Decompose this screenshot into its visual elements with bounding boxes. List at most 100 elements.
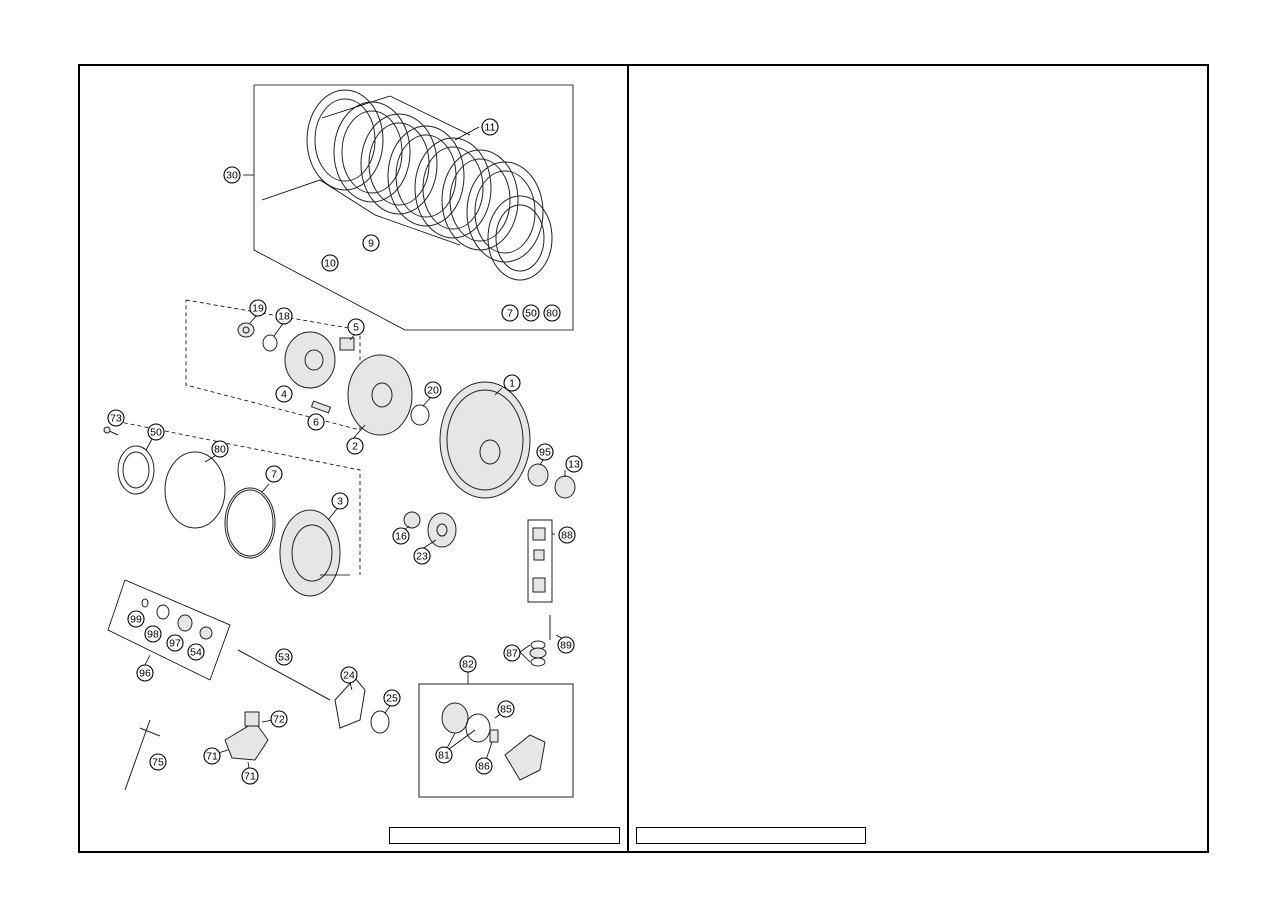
callout-label: 13 — [568, 459, 580, 471]
callout-95: 95 — [536, 443, 554, 461]
callout-label: 50 — [150, 427, 162, 439]
callout-2: 2 — [346, 437, 364, 455]
callout-label: 71 — [206, 751, 218, 763]
part-72-slave-cylinder — [224, 711, 269, 761]
callout-99: 99 — [127, 610, 145, 628]
callout-label: 19 — [252, 303, 264, 315]
callout-label: 25 — [386, 693, 398, 705]
callout-13: 13 — [565, 455, 583, 473]
callout-label: 2 — [352, 441, 358, 453]
callout-label: 9 — [368, 238, 374, 250]
callout-label: 7 — [507, 308, 513, 320]
part-88-bleeder-kit — [527, 519, 553, 603]
callout-73: 73 — [107, 409, 125, 427]
callout-label: 97 — [169, 638, 181, 650]
callout-label: 24 — [343, 670, 355, 682]
callout-label: 95 — [539, 447, 551, 459]
callout-10: 10 — [321, 254, 339, 272]
callout-1: 1 — [503, 374, 521, 392]
callout-71b: 71 — [241, 767, 259, 785]
part-96-release-bearing-kit — [107, 579, 231, 681]
callout-label: 87 — [506, 648, 518, 660]
callout-9: 9 — [362, 234, 380, 252]
callout-98: 98 — [144, 625, 162, 643]
callout-53: 53 — [275, 648, 293, 666]
callout-label: 99 — [130, 614, 142, 626]
callout-label: 82 — [462, 659, 474, 671]
callout-5: 5 — [347, 318, 365, 336]
page-frame — [78, 64, 1209, 853]
part-13-bushing — [554, 475, 576, 499]
part-50-friction-disc — [117, 445, 155, 495]
callout-label: 6 — [313, 417, 319, 429]
callout-97: 97 — [166, 634, 184, 652]
callout-label: 3 — [337, 496, 343, 508]
callout-label: 1 — [509, 378, 515, 390]
right-caption-box — [636, 827, 866, 844]
callout-label: 96 — [139, 668, 151, 680]
callout-label: 50 — [525, 308, 537, 320]
callout-label: 88 — [561, 530, 573, 542]
page-divider — [627, 64, 629, 853]
part-18-lock-washer — [262, 334, 278, 352]
callout-label: 86 — [478, 761, 490, 773]
callout-label: 89 — [560, 640, 572, 652]
callout-54: 54 — [187, 643, 205, 661]
callout-label: 30 — [226, 170, 238, 182]
callout-label: 10 — [324, 258, 336, 270]
part-82-slave-cylinder-kit — [418, 672, 574, 798]
callout-3: 3 — [331, 492, 349, 510]
callout-71a: 71 — [203, 747, 221, 765]
callout-25: 25 — [383, 689, 401, 707]
callout-label: 53 — [278, 652, 290, 664]
part-95-needle-bearing — [527, 463, 549, 487]
callout-label: 4 — [281, 389, 287, 401]
callout-label: 5 — [353, 322, 359, 334]
callout-label: 80 — [546, 308, 558, 320]
callout-89: 89 — [557, 636, 575, 654]
callout-16: 16 — [392, 527, 410, 545]
callout-kit80: 80 — [543, 304, 561, 322]
callout-30: 30 — [223, 166, 241, 184]
part-4-inner-hub — [284, 331, 336, 389]
callout-24: 24 — [340, 666, 358, 684]
callout-label: 80 — [214, 444, 226, 456]
callout-label: 71 — [244, 771, 256, 783]
part-80-steel-disc — [164, 451, 226, 529]
callout-85: 85 — [497, 700, 515, 718]
callout-19: 19 — [249, 299, 267, 317]
part-73-screw — [103, 426, 119, 436]
callout-87: 87 — [503, 644, 521, 662]
callout-label: 73 — [110, 413, 122, 425]
part-23-gear — [427, 512, 457, 548]
callout-80: 80 — [211, 440, 229, 458]
part-16-nut — [403, 511, 421, 529]
callout-label: 75 — [152, 757, 164, 769]
callout-label: 81 — [438, 750, 450, 762]
left-caption-box — [389, 827, 620, 844]
callout-label: 16 — [395, 531, 407, 543]
part-24-gasket — [334, 677, 366, 729]
callout-88: 88 — [558, 526, 576, 544]
part-75-tool — [124, 719, 161, 791]
callout-label: 72 — [273, 714, 285, 726]
part-20-washer — [410, 404, 430, 426]
callout-18: 18 — [275, 307, 293, 325]
callout-86: 86 — [475, 757, 493, 775]
part-1-primary-gear-basket — [439, 381, 531, 499]
callout-6: 6 — [307, 413, 325, 431]
part-89-banjo-fitting — [529, 615, 551, 667]
callout-72: 72 — [270, 710, 288, 728]
callout-20: 20 — [424, 381, 442, 399]
clutch-plate-stack — [261, 89, 553, 281]
part-3-clutch-cover — [279, 509, 341, 597]
callout-label: 11 — [485, 122, 496, 134]
clutch-plate-kit-frame — [243, 84, 574, 331]
callout-label: 7 — [271, 469, 277, 481]
callout-kit50: 50 — [522, 304, 540, 322]
callout-7: 7 — [265, 465, 283, 483]
callout-4: 4 — [275, 385, 293, 403]
callout-23: 23 — [413, 547, 431, 565]
callout-82: 82 — [459, 655, 477, 673]
